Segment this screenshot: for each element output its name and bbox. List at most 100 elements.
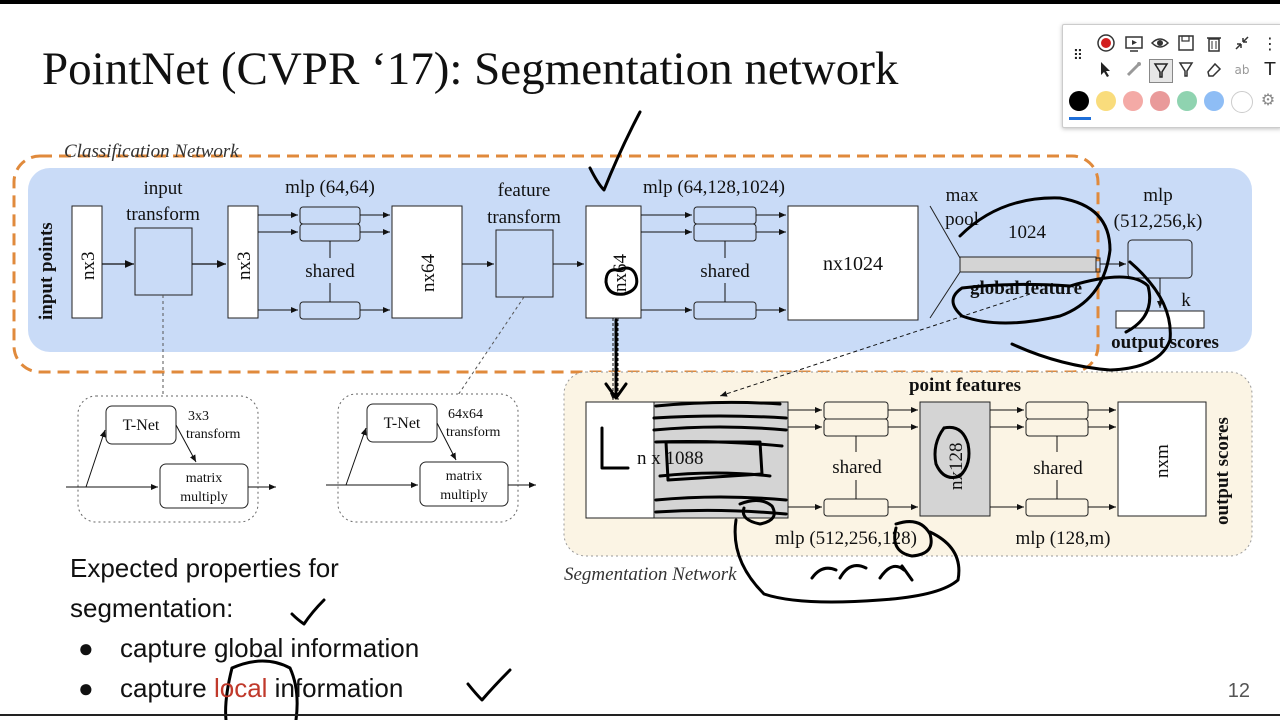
slide-title: PointNet (CVPR ‘17): Segmentation networ… <box>42 43 899 95</box>
scribble-bottom-loop <box>733 499 961 604</box>
bullet-local: ● capture local information <box>70 668 419 708</box>
input-transform-box <box>134 227 193 296</box>
class-scores-bar <box>1115 310 1205 329</box>
mlp-64-128-1024-label: mlp (64,128,1024) <box>643 177 785 198</box>
checkmark-annotation-local <box>466 668 512 702</box>
nx64-label-1: nx64 <box>418 254 439 293</box>
global-1024-label: 1024 <box>1008 222 1047 243</box>
record-icon[interactable] <box>1095 33 1117 55</box>
mlp-64-64-unit-2 <box>299 223 361 242</box>
color-swatch-4[interactable] <box>1150 91 1170 111</box>
bullet-dot-icon: ● <box>78 673 94 703</box>
collapse-icon[interactable] <box>1231 33 1253 55</box>
cls-output-scores-label: output scores <box>1111 332 1219 353</box>
cls-mlp-box <box>1127 239 1193 279</box>
active-swatch-underline <box>1069 117 1091 120</box>
nx64-label-2: nx64 <box>610 254 631 293</box>
bracket-annotation-L <box>600 426 630 470</box>
n-x-1088-label: n x 1088 <box>637 448 704 469</box>
seg-mlp2-unit-3 <box>1025 498 1089 517</box>
highlighter-icon[interactable] <box>1175 59 1197 81</box>
nx3-box-2 <box>227 205 259 319</box>
color-swatch-2[interactable] <box>1096 91 1116 111</box>
eraser-icon[interactable] <box>1203 59 1225 81</box>
handwritten-annotations <box>224 110 1172 720</box>
color-swatch-7[interactable] <box>1231 91 1253 113</box>
more-options-icon[interactable]: ⋮ <box>1262 34 1278 53</box>
bullet-global: ● capture global information <box>70 628 419 668</box>
seg-mlp2-unit-2 <box>1025 418 1089 437</box>
scribble-global-feature <box>951 196 1172 372</box>
matrix-multiply-label-1b: multiply <box>180 490 227 505</box>
mlp-64-64-unit-3 <box>299 301 361 320</box>
nx3-box-1 <box>71 205 103 319</box>
bullet-local-pre: capture <box>120 673 214 703</box>
pen-icon[interactable] <box>1149 59 1173 83</box>
global-feature-label: global feature <box>970 278 1082 299</box>
mlp-512-256-128-label: mlp (512,256,128) <box>775 528 917 549</box>
seg-mlp1-unit-2 <box>823 418 889 437</box>
checkmark-annotation-segmentation <box>290 598 326 626</box>
bullet-local-post: information <box>267 673 404 703</box>
matrix-multiply-label-1a: matrix <box>186 471 223 486</box>
transform-3x3-label-1: 3x3 <box>188 409 209 424</box>
max-pool-label-2: pool <box>945 209 979 230</box>
expected-properties: Expected properties for segmentation: ● … <box>70 548 419 708</box>
nxm-box <box>1117 401 1207 517</box>
save-icon[interactable] <box>1175 33 1197 55</box>
circle-annotation-128 <box>893 520 933 558</box>
properties-heading-line2: segmentation: <box>70 593 234 623</box>
nx1024-label: nx1024 <box>823 253 883 275</box>
k-label: k <box>1181 290 1191 311</box>
nx128-label: nx128 <box>946 443 967 491</box>
checkmark-annotation-title <box>588 110 642 192</box>
screen-play-icon[interactable] <box>1123 33 1145 55</box>
eye-icon[interactable] <box>1149 33 1171 55</box>
max-pool-funnel <box>929 205 1101 319</box>
nxm-label: nxm <box>1152 444 1173 478</box>
color-swatch-5[interactable] <box>1177 91 1197 111</box>
bullet-global-text: capture global information <box>120 633 420 663</box>
tnet-label-1: T-Net <box>123 417 160 434</box>
matrix-multiply-label-2b: multiply <box>440 488 487 503</box>
seg-mlp1-unit-3 <box>823 498 889 517</box>
arrow-annotation-down <box>604 318 628 400</box>
input-points-label: input points <box>36 222 57 320</box>
slide-number: 12 <box>1227 680 1250 702</box>
cls-mlp-label-1: mlp <box>1143 185 1173 206</box>
mlp-1024-unit-1 <box>693 206 757 225</box>
bottom-border <box>0 714 1280 716</box>
top-border <box>0 0 1280 4</box>
settings-gear-icon[interactable]: ⚙ <box>1260 90 1276 109</box>
circle-annotation-nx128 <box>933 425 971 479</box>
nx128-box <box>919 401 991 517</box>
seg-output-scores-label: output scores <box>1212 417 1233 525</box>
nx64-box-1 <box>391 205 463 319</box>
text-tool-icon[interactable]: T <box>1264 59 1276 80</box>
nx3-label-2: nx3 <box>234 252 255 281</box>
mlp-64-64-label: mlp (64,64) <box>285 177 375 198</box>
shared-label-1: shared <box>305 261 355 282</box>
color-swatch-1[interactable] <box>1069 91 1089 111</box>
input-transform-label-1: input <box>143 178 183 199</box>
shared-label-2: shared <box>700 261 750 282</box>
transform-3x3-label-2: transform <box>186 427 241 442</box>
cursor-icon[interactable] <box>1095 59 1117 81</box>
feature-transform-label-2: transform <box>487 207 561 228</box>
text-erase-icon[interactable]: ab <box>1234 63 1250 77</box>
mlp-64-64-unit-1 <box>299 206 361 225</box>
mlp-1024-unit-2 <box>693 223 757 242</box>
feature-transform-label-1: feature <box>498 180 551 201</box>
trash-icon[interactable] <box>1203 33 1225 55</box>
color-swatch-3[interactable] <box>1123 91 1143 111</box>
bullet-local-highlight: local <box>213 673 268 703</box>
bullet-dot-icon: ● <box>78 633 94 663</box>
laser-pointer-icon[interactable] <box>1123 59 1145 81</box>
classification-network-label: Classification Network <box>64 141 239 162</box>
input-transform-label-2: transform <box>126 204 200 225</box>
shared-label-3: shared <box>832 457 882 478</box>
color-swatch-6[interactable] <box>1204 91 1224 111</box>
matrix-multiply-label-2a: matrix <box>446 469 483 484</box>
drag-handle-icon[interactable]: ⠿ <box>1072 48 1084 64</box>
